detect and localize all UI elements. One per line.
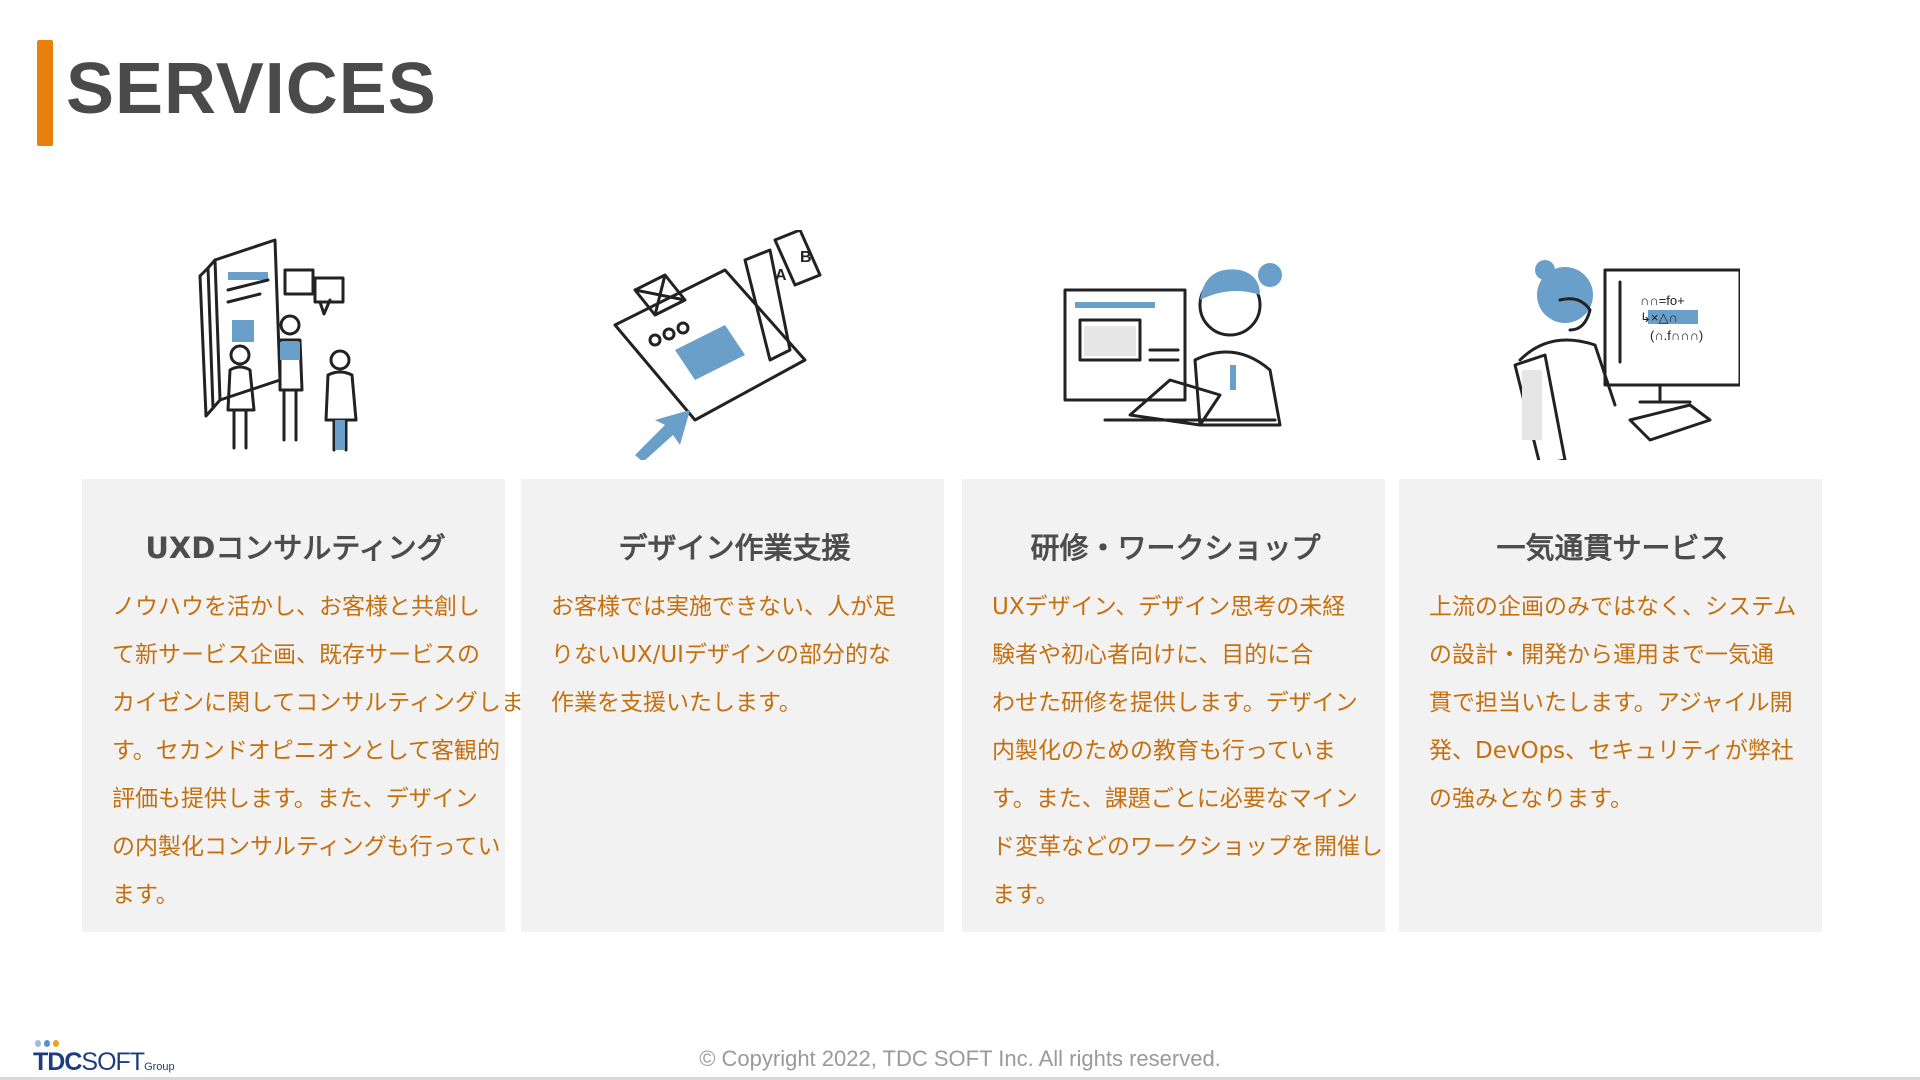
service-description-line: の強みとなります。 — [1429, 786, 1634, 812]
service-description-line: お客様では実施できない、人が足 — [551, 594, 896, 620]
service-card-training-workshop: 研修・ワークショップ UXデザイン、デザイン思考の未経 験者や初心者向けに、目的… — [962, 479, 1385, 932]
footer-divider — [0, 1077, 1920, 1080]
service-description-line: わせた研修を提供します。デザイン — [992, 690, 1358, 716]
logo-light-text: SOFT — [81, 1048, 145, 1076]
tag-a-label: A — [775, 267, 787, 284]
tag-b-label: B — [800, 249, 812, 266]
service-card-uxd-consulting: UXDコンサルティング ノウハウを活かし、お客様と共創し て新サービス企画、既存… — [82, 479, 524, 932]
service-description-line: カイゼンに関してコンサルティングしま — [112, 690, 524, 716]
developer-at-computer-illustration: ∩∩=fo+ ↳×△∩ (∩.f∩∩∩) — [1513, 260, 1740, 460]
service-title: UXDコンサルティング — [145, 531, 446, 565]
service-description-line: す。また、課題ごとに必要なマイン — [992, 786, 1358, 812]
service-description-line: ド変革などのワークショップを開催し — [992, 834, 1383, 860]
service-description-line: す。セカンドオピニオンとして客観的 — [112, 738, 501, 764]
service-title: デザイン作業支援 — [618, 531, 851, 565]
title-accent-bar — [37, 40, 53, 146]
screen-formula-2: ↳×△∩ — [1640, 310, 1678, 325]
logo-bold-text: TDC — [33, 1048, 82, 1076]
company-logo: TDCSOFTGroup — [33, 1040, 175, 1077]
logo-dots — [35, 1040, 175, 1047]
presenter-illustration — [1063, 263, 1282, 427]
service-description-line: て新サービス企画、既存サービスの — [112, 642, 480, 668]
service-description-line: 内製化のための教育も行っていま — [992, 738, 1336, 764]
page-title: SERVICES — [66, 49, 437, 129]
service-description-line: ノウハウを活かし、お客様と共創し — [112, 594, 480, 620]
service-description-line: 上流の企画のみではなく、システム — [1429, 594, 1797, 620]
service-description-line: 貫で担当いたします。アジャイル開 — [1429, 690, 1793, 716]
copyright-text: © Copyright 2022, TDC SOFT Inc. All righ… — [699, 1046, 1221, 1071]
service-description-line: 作業を支援いたします。 — [551, 690, 802, 716]
service-title: 研修・ワークショップ — [1030, 531, 1321, 565]
service-description-line: ます。 — [992, 882, 1059, 908]
screen-formula-3: (∩.f∩∩∩) — [1650, 328, 1703, 343]
service-description-line: ます。 — [112, 882, 179, 908]
design-documents-illustration: A B — [613, 230, 822, 460]
logo-suffix: Group — [144, 1061, 175, 1073]
service-description-line: UXデザイン、デザイン思考の未経 — [992, 594, 1346, 620]
service-card-design-support: デザイン作業支援 お客様では実施できない、人が足 りないUX/UIデザインの部分… — [521, 479, 944, 932]
service-description-line: の設計・開発から運用まで一気通 — [1429, 642, 1774, 668]
screen-formula-1: ∩∩=fo+ — [1640, 293, 1685, 308]
service-title: 一気通貫サービス — [1496, 531, 1729, 565]
service-description-line: の内製化コンサルティングも行ってい — [112, 834, 501, 860]
service-description-line: 評価も提供します。また、デザイン — [112, 786, 478, 812]
service-description-line: 験者や初心者向けに、目的に合 — [992, 642, 1314, 668]
service-card-end-to-end: 一気通貫サービス 上流の企画のみではなく、システム の設計・開発から運用まで一気… — [1399, 479, 1822, 932]
service-description-line: りないUX/UIデザインの部分的な — [551, 642, 891, 668]
service-description-line: 発、DevOps、セキュリティが弊社 — [1429, 738, 1794, 764]
team-consulting-illustration — [198, 238, 358, 452]
